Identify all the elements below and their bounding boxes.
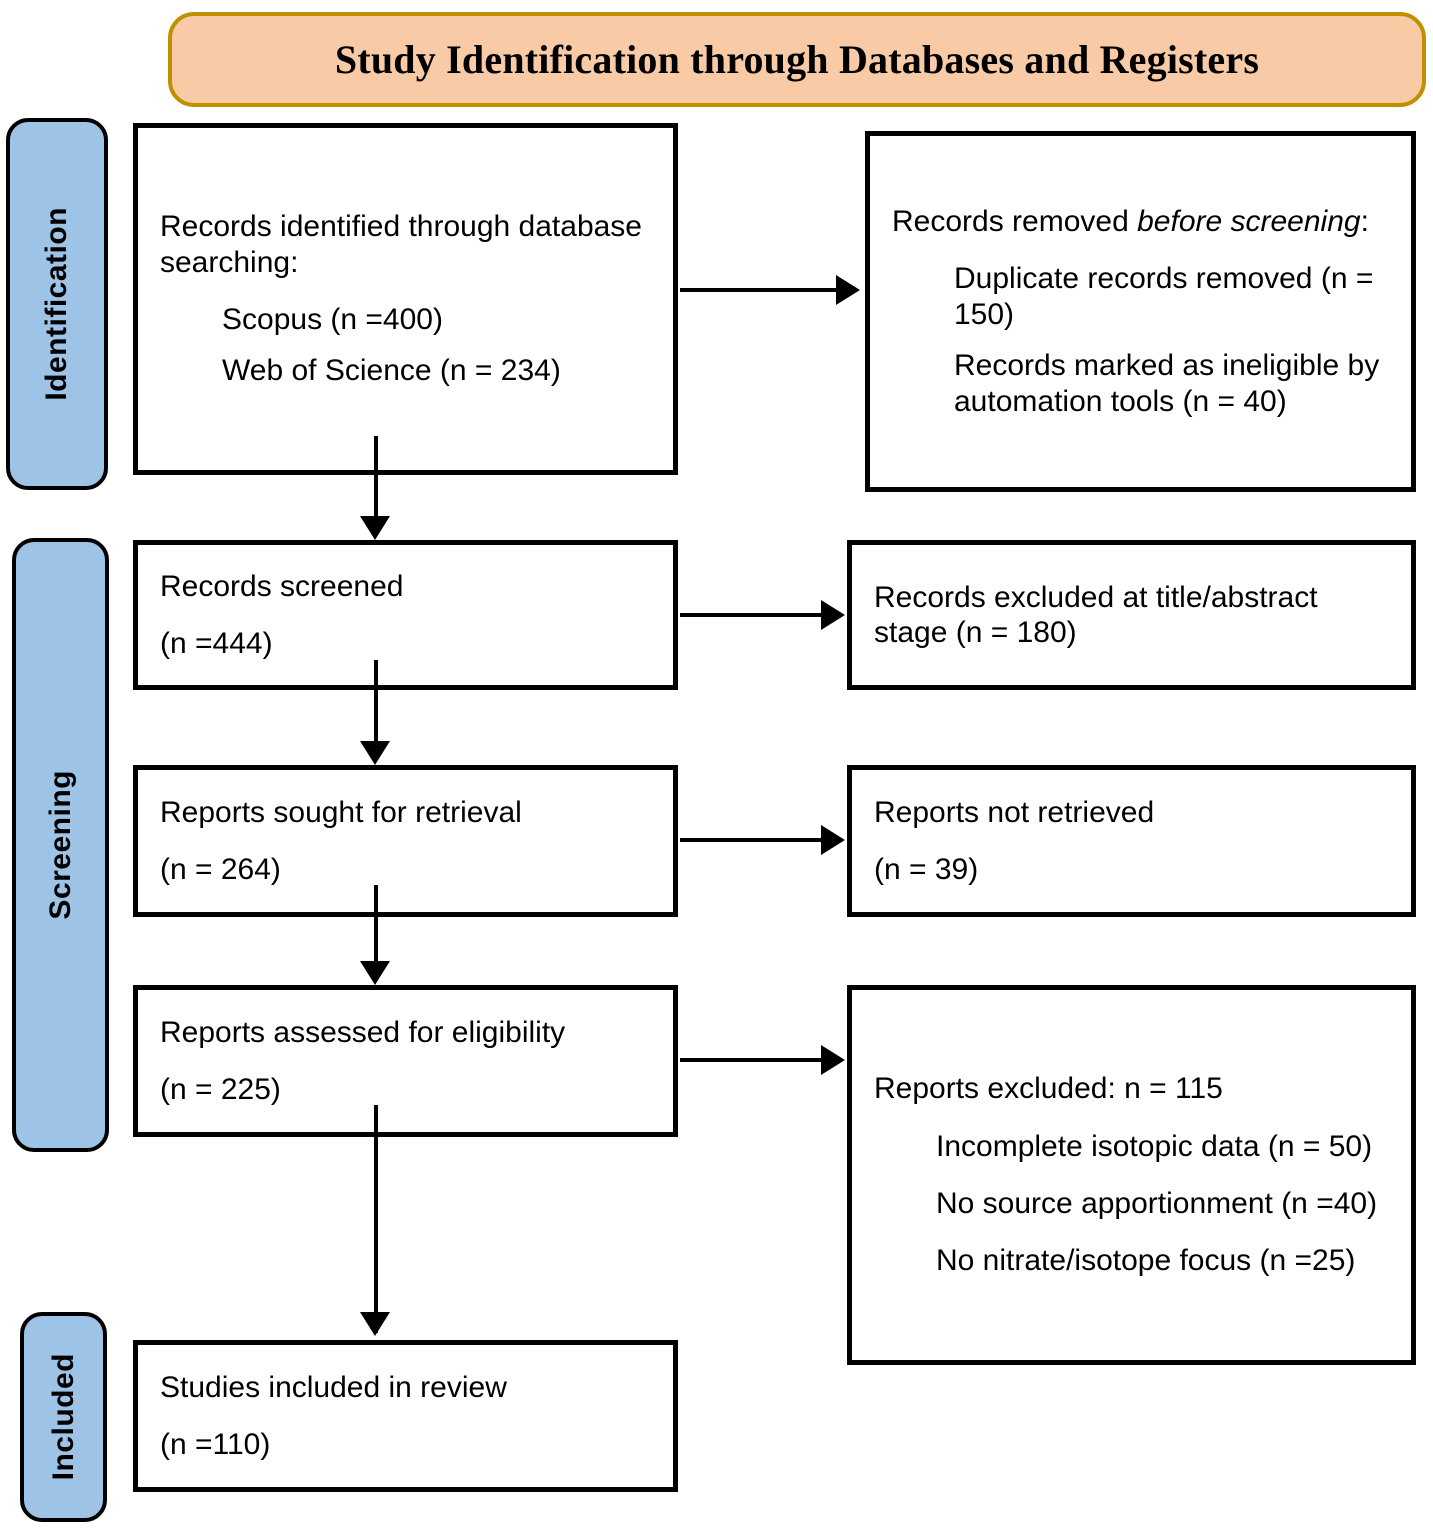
box-reports-sought: Reports sought for retrieval (n = 264) [133, 765, 678, 917]
diagram-title-banner: Study Identification through Databases a… [168, 12, 1426, 107]
box-reports-not-retrieved: Reports not retrieved (n = 39) [847, 765, 1416, 917]
records-identified-item-wos: Web of Science (n = 234) [222, 354, 561, 388]
page-title: Study Identification through Databases a… [334, 37, 1260, 82]
box-records-identified: Records identified through database sear… [133, 123, 678, 475]
records-removed-heading-post: : [1360, 205, 1369, 239]
phase-label-identification: Identification [6, 118, 108, 490]
phase-label-included: Included [20, 1312, 107, 1522]
records-removed-item-duplicates: Duplicate records removed (n = 150) [954, 262, 1374, 331]
phase-label-screening: Screening [12, 538, 109, 1152]
phase-label-screening-text: Screening [43, 770, 77, 920]
reports-sought-label: Reports sought for retrieval [160, 795, 522, 829]
reports-assessed-count: (n = 225) [160, 1073, 281, 1106]
reports-excluded-item-no-apportionment: No source apportionment (n =40) [936, 1187, 1378, 1220]
records-removed-heading-italic: before screening [1137, 205, 1361, 239]
records-removed-heading: Records removed before screening: [892, 204, 1389, 239]
reports-sought-count: (n = 264) [160, 853, 281, 886]
records-identified-heading: Records identified through database sear… [160, 210, 642, 279]
box-records-excluded-title-abstract: Records excluded at title/abstract stage… [847, 540, 1416, 690]
box-records-removed-before-screening: Records removed before screening: Duplic… [865, 131, 1416, 492]
box-records-screened: Records screened (n =444) [133, 540, 678, 690]
box-reports-assessed: Reports assessed for eligibility (n = 22… [133, 985, 678, 1137]
records-removed-heading-pre: Records removed [892, 205, 1138, 239]
records-excluded-title-abstract-label: Records excluded at title/abstract stage… [874, 580, 1318, 649]
records-removed-item-automation: Records marked as ineligible by automati… [954, 349, 1380, 418]
records-identified-item-scopus: Scopus (n =400) [222, 303, 443, 336]
studies-included-count: (n =110) [160, 1428, 271, 1461]
reports-excluded-item-incomplete-isotopic: Incomplete isotopic data (n = 50) [936, 1129, 1373, 1163]
reports-not-retrieved-count: (n = 39) [874, 853, 979, 886]
records-screened-label: Records screened [160, 569, 404, 603]
reports-not-retrieved-label: Reports not retrieved [874, 795, 1155, 829]
reports-excluded-heading: Reports excluded: n = 115 [874, 1072, 1223, 1106]
records-screened-count: (n =444) [160, 627, 273, 660]
studies-included-label: Studies included in review [160, 1370, 507, 1404]
box-studies-included: Studies included in review (n =110) [133, 1340, 678, 1492]
reports-assessed-label: Reports assessed for eligibility [160, 1015, 566, 1049]
reports-excluded-item-no-nitrate-focus: No nitrate/isotope focus (n =25) [936, 1244, 1356, 1278]
phase-label-included-text: Included [46, 1353, 80, 1481]
phase-label-identification-text: Identification [40, 207, 73, 401]
box-reports-excluded: Reports excluded: n = 115 Incomplete iso… [847, 985, 1416, 1365]
